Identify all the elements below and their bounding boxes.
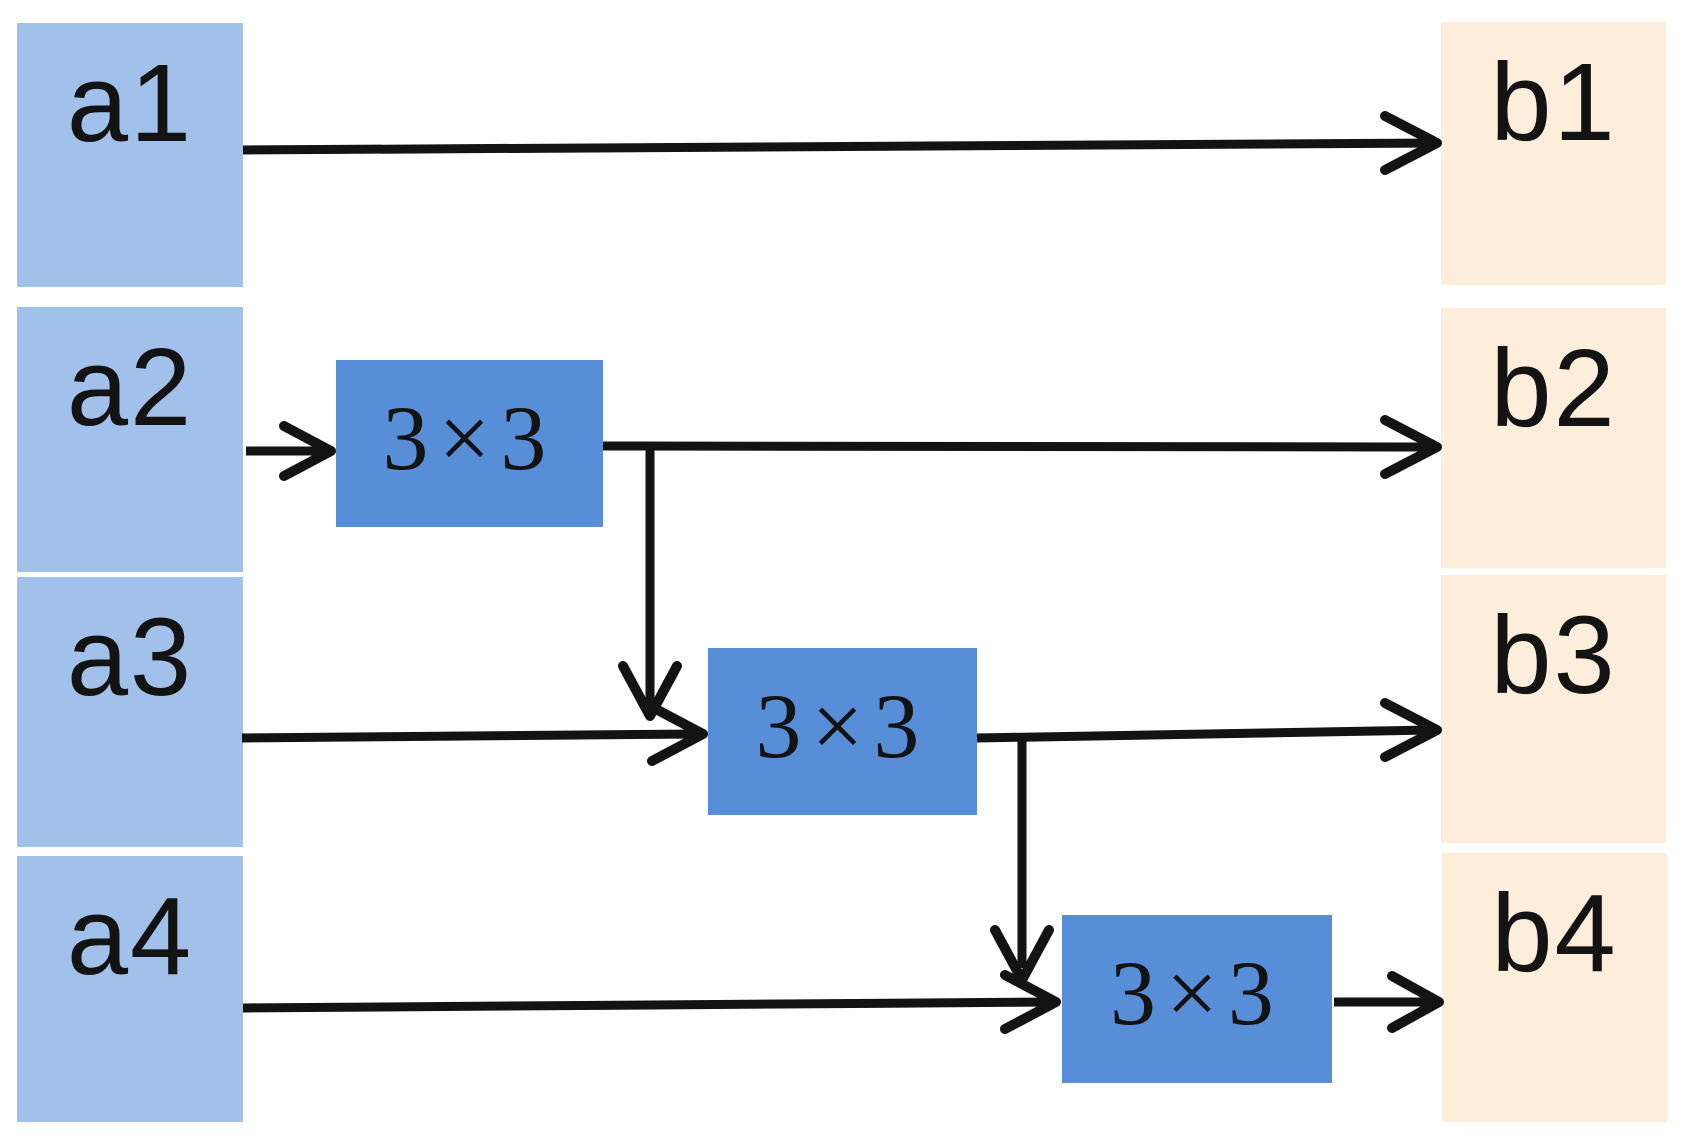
node-b2: b2 [1441,308,1666,568]
arrow-conv2-b3 [976,698,1442,762]
node-b3-label: b3 [1490,594,1617,717]
node-b3: b3 [1441,575,1666,843]
node-a2-label: a2 [66,326,194,449]
node-a1: a1 [17,23,243,287]
conv-block-3: 3×3 [1062,915,1332,1083]
arrow-conv1-conv2 [618,446,682,721]
conv-block-1-label: 3×3 [382,386,557,489]
node-a1-label: a1 [66,42,194,165]
conv-block-2: 3×3 [708,648,977,815]
arrow-conv2-conv3 [990,736,1054,985]
node-b2-label: b2 [1490,327,1617,450]
arrow-a3-conv2 [241,702,708,766]
node-b1: b1 [1441,22,1666,285]
node-b1-label: b1 [1490,41,1617,164]
node-a3: a3 [17,577,243,847]
conv-block-1: 3×3 [336,360,603,527]
node-a2: a2 [17,307,243,572]
node-a4: a4 [17,856,243,1122]
arrow-a4-conv3 [242,970,1061,1034]
arrow-conv1-b2 [602,415,1442,479]
node-a4-label: a4 [66,875,194,998]
node-a3-label: a3 [66,596,194,719]
conv-block-2-label: 3×3 [755,674,930,777]
node-b4: b4 [1442,853,1667,1122]
arrow-a1-b1 [242,111,1442,175]
node-b4-label: b4 [1491,872,1618,995]
arrow-a2-conv1 [246,421,336,481]
arrow-conv3-b4 [1334,971,1444,1033]
conv-block-3-label: 3×3 [1110,942,1284,1044]
